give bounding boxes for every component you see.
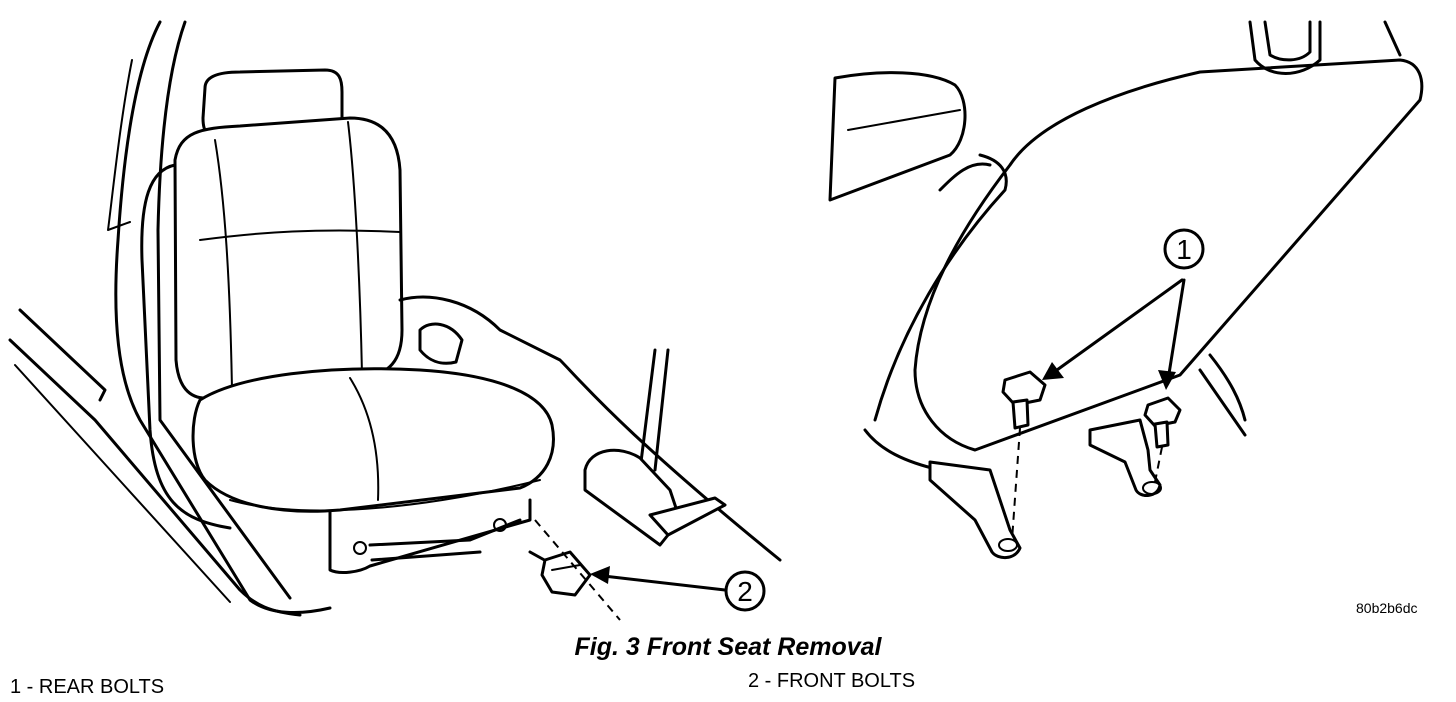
closeup-side-trim bbox=[938, 162, 992, 192]
door-sill-lower bbox=[8, 338, 302, 617]
seat-cushion-stitch bbox=[349, 377, 380, 501]
seat-cushion-front bbox=[229, 479, 541, 512]
closeup-frame-side bbox=[1198, 353, 1247, 437]
image-code: 80b2b6dc bbox=[1356, 600, 1418, 616]
closeup-cushion-edge bbox=[828, 71, 967, 202]
callout-2-circle bbox=[724, 570, 766, 612]
seat-base bbox=[328, 498, 532, 575]
callout-1-leader-right bbox=[1166, 278, 1186, 382]
callout-2-arrowhead bbox=[590, 566, 610, 584]
front-seat-removal-illustration: 2 bbox=[8, 20, 1424, 621]
closeup-frame-line bbox=[1383, 20, 1402, 57]
floor-console bbox=[398, 295, 782, 562]
bolt-path-guide bbox=[534, 519, 621, 621]
callout-2-label: 2 bbox=[737, 576, 753, 607]
parking-brake-pedal bbox=[648, 496, 727, 537]
console-latch bbox=[418, 322, 464, 365]
callout-2-leader bbox=[593, 573, 727, 592]
seat-back bbox=[173, 116, 404, 400]
callout-1-leader-left bbox=[1048, 278, 1184, 377]
closeup-bolt-left-guide bbox=[1011, 427, 1021, 541]
callout-1-arrowhead-right bbox=[1158, 370, 1176, 390]
seat-overview-drawing: 2 bbox=[8, 20, 782, 621]
closeup-cushion-seam bbox=[847, 109, 961, 131]
rear-bolts-closeup-drawing: 1 bbox=[828, 20, 1424, 559]
seat-track bbox=[368, 518, 522, 562]
closeup-seat-back-outer bbox=[873, 153, 1008, 422]
closeup-bolt-right bbox=[1143, 396, 1182, 449]
callout-1-arrowhead-left bbox=[1042, 362, 1064, 380]
legend-item-rear-bolts: 1 - REAR BOLTS bbox=[10, 676, 165, 698]
callout-1-circle bbox=[1163, 228, 1205, 270]
closeup-track-left bbox=[928, 460, 1022, 559]
front-bolt-illustration bbox=[528, 550, 592, 597]
closeup-track-left-hole bbox=[998, 538, 1018, 552]
seat-back-stitch-2 bbox=[347, 121, 363, 375]
legend-item-front-bolts: 2 - FRONT BOLTS bbox=[748, 670, 916, 692]
seat-back-side bbox=[140, 163, 232, 530]
closeup-track-right-hole bbox=[1142, 481, 1162, 495]
seat-back-stitch-1 bbox=[214, 139, 233, 391]
closeup-bolt-right-guide bbox=[1154, 446, 1163, 483]
door-pillar-inner bbox=[156, 20, 292, 600]
figure-caption: Fig. 3 Front Seat Removal bbox=[574, 633, 882, 661]
seat-back-stitch-3 bbox=[199, 229, 401, 241]
parking-brake-rod bbox=[638, 348, 670, 472]
closeup-bolt-left bbox=[1001, 370, 1047, 430]
seat-base-hole-left bbox=[353, 541, 367, 555]
door-sill-edge bbox=[14, 364, 231, 603]
door-sill-upper bbox=[18, 308, 107, 402]
seat-base-hole-right bbox=[493, 518, 507, 532]
closeup-track-right bbox=[1088, 418, 1162, 497]
pillar-edge bbox=[107, 59, 133, 231]
callout-1-label: 1 bbox=[1176, 234, 1192, 265]
closeup-headrest-post bbox=[1248, 20, 1322, 75]
